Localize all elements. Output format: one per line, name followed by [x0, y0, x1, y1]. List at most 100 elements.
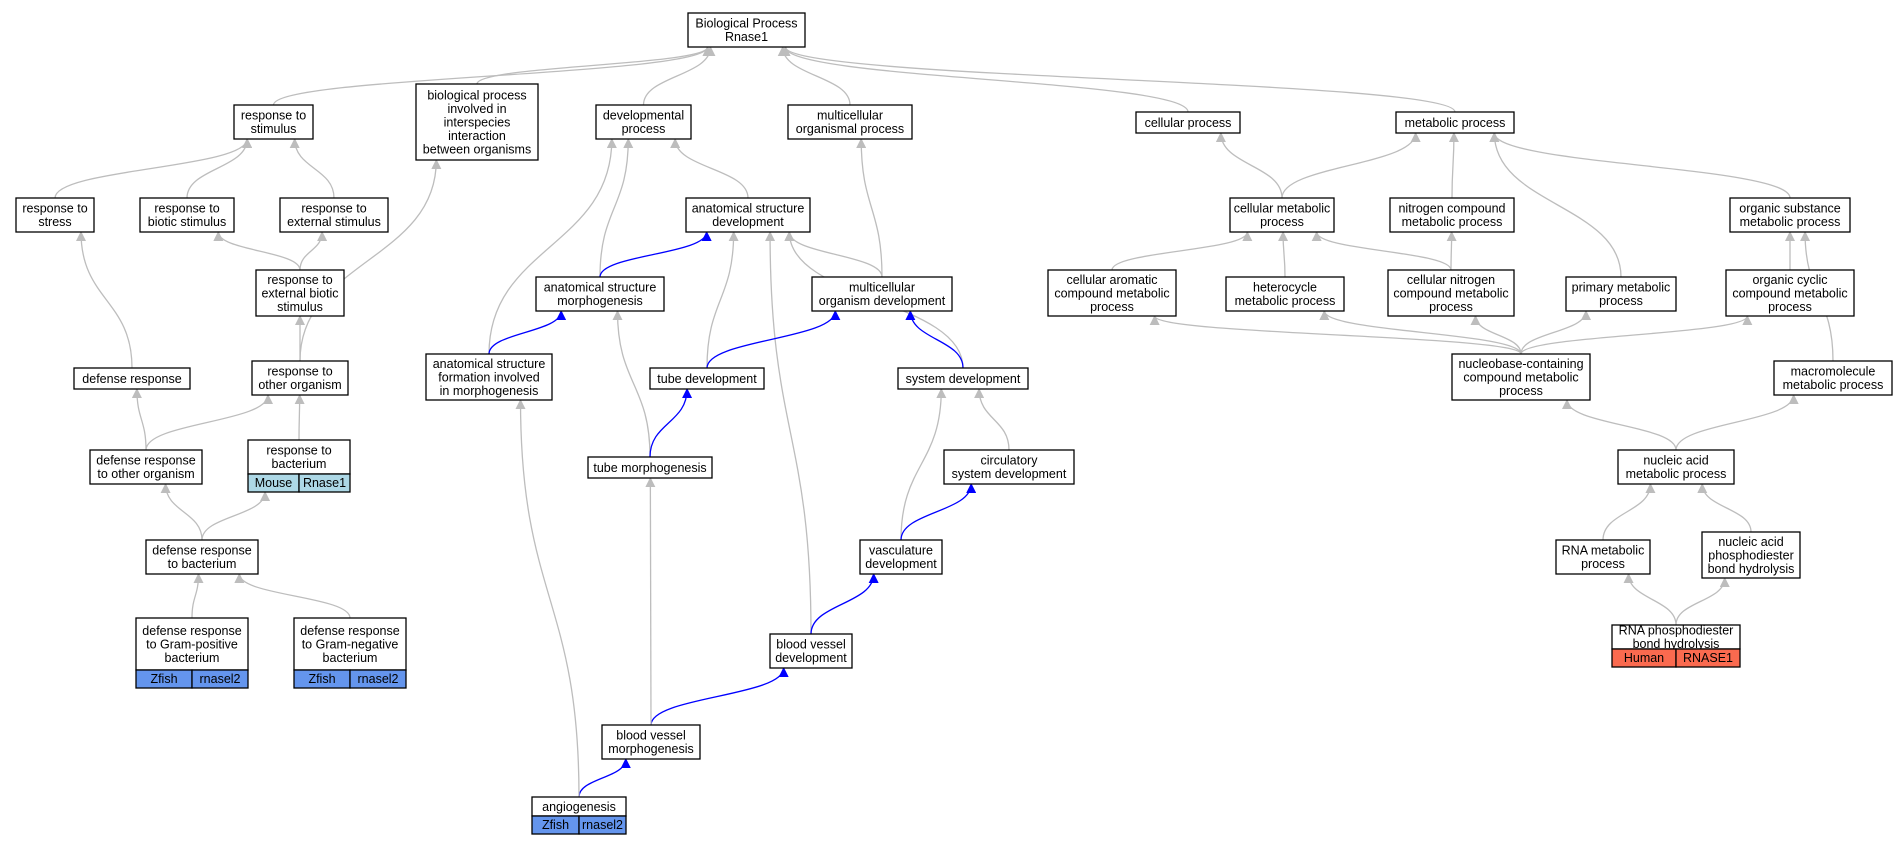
node-box	[135, 617, 249, 671]
node-box	[247, 439, 351, 475]
go-term-tube-morphogenesis[interactable]: tube morphogenesis	[587, 456, 713, 479]
node-label: blood vessel	[776, 638, 846, 652]
node-label: to bacterium	[168, 557, 237, 571]
node-label: organic cyclic	[1752, 273, 1827, 287]
go-term-metabolic-process[interactable]: metabolic process	[1395, 111, 1515, 134]
edge-angiogenesis-to-blood-vessel-morphogenesis	[578, 758, 631, 798]
edge-nucleic-acid-metabolic-process-to-macromolecule-metabolic-process	[1675, 394, 1799, 451]
node-box	[1611, 624, 1741, 650]
node-label: response to	[266, 444, 331, 458]
species-tag-label: Human	[1624, 651, 1664, 665]
node-label: macromolecule	[1791, 365, 1876, 379]
node-box	[279, 197, 389, 233]
go-term-tube-development[interactable]: tube development	[649, 367, 765, 390]
edge-tube-development-to-anatomical-structure-development	[706, 231, 739, 369]
edge-blood-vessel-morphogenesis-to-tube-morphogenesis	[645, 477, 656, 726]
node-label: response to	[22, 202, 87, 216]
node-box	[595, 104, 692, 140]
node-label: development	[865, 557, 937, 571]
node-label: interspecies	[444, 115, 511, 129]
edge-blood-vessel-morphogenesis-to-blood-vessel-development	[650, 667, 789, 726]
edge-response-to-external-biotic-stimulus-to-response-to-external-stimulus	[299, 231, 328, 271]
edge-primary-metabolic-process-to-metabolic-process	[1489, 132, 1622, 278]
node-label: system development	[952, 467, 1067, 481]
node-box	[1555, 539, 1651, 575]
node-label: cellular metabolic	[1234, 202, 1331, 216]
node-label: metabolic process	[1626, 467, 1727, 481]
node-label: metabolic process	[1783, 378, 1884, 392]
go-term-system-development[interactable]: system development	[897, 367, 1029, 390]
edge-developmental-process-to-bp-root	[642, 46, 716, 106]
node-label: compound metabolic	[1393, 286, 1508, 300]
edge-response-to-bacterium-to-response-to-other-organism	[294, 394, 305, 441]
edge-response-to-other-organism-to-bp-interspecies	[299, 159, 442, 362]
edge-metabolic-process-to-bp-root	[780, 46, 1456, 113]
node-label: bond hydrolysis	[1633, 637, 1720, 651]
node-label: defense response	[300, 624, 399, 638]
node-box	[859, 539, 943, 575]
edge-multicellular-organism-development-to-anatomical-structure-development	[784, 231, 883, 278]
node-label: process	[622, 122, 666, 136]
node-box	[73, 367, 191, 390]
edge-multicellular-organism-development-to-multicellular-organismal-process	[856, 138, 883, 278]
edge-anatomical-structure-morphogenesis-to-anatomical-structure-development	[599, 231, 712, 278]
edge-cellular-aromatic-compound-metabolic-process-to-cellular-metabolic-process	[1111, 231, 1253, 271]
node-label: tube development	[657, 372, 757, 386]
edge-rna-metabolic-process-to-nucleic-acid-metabolic-process	[1602, 483, 1656, 541]
node-box	[1773, 360, 1893, 396]
edge-nucleic-acid-phosphodiester-bond-hydrolysis-to-nucleic-acid-metabolic-process	[1697, 483, 1752, 533]
node-label: response to	[241, 109, 306, 123]
node-box	[897, 367, 1029, 390]
node-box	[1451, 353, 1591, 401]
node-label: circulatory	[981, 454, 1039, 468]
go-term-cellular-process[interactable]: cellular process	[1135, 111, 1241, 134]
edge-tube-development-to-multicellular-organism-development	[706, 310, 841, 369]
edge-rna-phosphodiester-bond-hydrolysis-to-nucleic-acid-phosphodiester-bond-hydrolysis	[1675, 577, 1730, 626]
edge-rna-phosphodiester-bond-hydrolysis-to-rna-metabolic-process	[1623, 573, 1677, 626]
node-label: process	[1768, 300, 1812, 314]
node-box	[89, 449, 203, 485]
node-label: RNA metabolic	[1562, 544, 1645, 558]
gene-tag-label: Rnase1	[303, 476, 346, 490]
go-term-defense-response[interactable]: defense response	[73, 367, 191, 390]
node-label: anatomical structure	[433, 357, 546, 371]
